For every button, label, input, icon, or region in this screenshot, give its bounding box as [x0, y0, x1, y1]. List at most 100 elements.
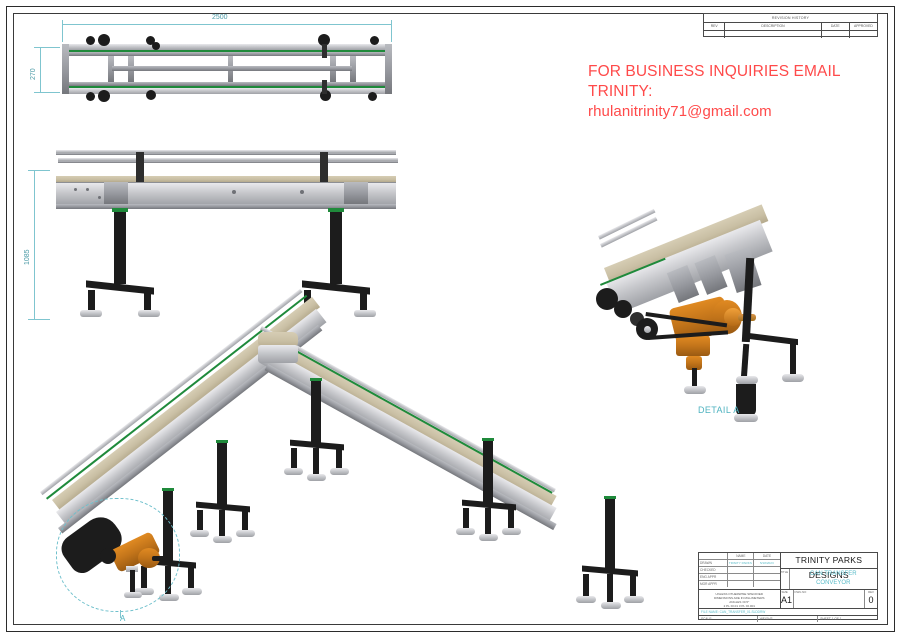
- revision-table: REVISION HISTORY REV DESCRIPTION DATE AP…: [703, 13, 878, 38]
- business-inquiry-email: rhulanitrinity71@gmail.com: [588, 103, 772, 120]
- front-leg-right-collar: [328, 208, 344, 212]
- signoff-name-checked: [728, 567, 755, 573]
- signoff-row-checked: CHECKED: [699, 567, 780, 574]
- rev-value: 0: [868, 595, 874, 605]
- top-roller-7: [86, 92, 95, 101]
- revision-col-desc: DESCRIPTION: [725, 23, 822, 30]
- signoff-date-mgr-appr: [754, 581, 779, 587]
- dim-270-line: [40, 47, 41, 93]
- front-leg-left-foot-post-a: [88, 290, 95, 310]
- detail-roller-1: [596, 288, 618, 310]
- company-name: TRINITY PARKS DESIGNS: [780, 553, 877, 580]
- signoff-header-name: NAME: [728, 553, 755, 559]
- front-bolt-4: [232, 190, 236, 194]
- front-leg-left-column: [114, 212, 126, 284]
- front-leg-right-foot-post-b: [360, 290, 367, 310]
- title-block-signoff-table: NAME DATE DRAWN TRINITY PARKS 5/18/2023 …: [699, 553, 781, 589]
- drawing-title-line1: CAN TRANSFER: [809, 571, 857, 577]
- sheet-size-label: SIZE: [781, 590, 788, 594]
- detail-leg-foot-post-right: [790, 344, 796, 378]
- front-main-beam: [56, 182, 396, 205]
- file-name-row: FILE NAME: CAN_TRANSFER_01.SLDDRW: [699, 609, 877, 616]
- revision-col-appr: APPROVED: [853, 24, 873, 28]
- top-endplate-right: [385, 44, 392, 94]
- detail-foot-pad-extra: [734, 414, 758, 422]
- front-belt-surface: [56, 176, 396, 182]
- dim-2500-text: 2500: [212, 14, 228, 21]
- front-guiderail-mid-shadow: [58, 161, 398, 163]
- sheet-size-value: A1: [781, 595, 793, 605]
- tolerance-note-4: 2 PL ±0.01 3 PL ±0.001: [723, 604, 755, 608]
- iso-apex-frame: [258, 345, 298, 363]
- tolerance-note-1: UNLESS OTHERWISE SPECIFIED: [715, 592, 764, 596]
- top-roller-8: [98, 90, 110, 102]
- signoff-label-eng-appr: ENG APPR: [699, 574, 728, 580]
- front-mount-plate-left: [104, 182, 128, 204]
- dim-2500-tick-left: [62, 20, 63, 42]
- top-roller-10: [320, 90, 331, 101]
- dim-1085-line: [34, 170, 35, 320]
- signoff-row-drawn: DRAWN TRINITY PARKS 5/18/2023: [699, 560, 780, 567]
- detail-foot-pad-left: [684, 386, 706, 394]
- top-bracket-a: [322, 44, 327, 58]
- dim-1085-text: 1085: [24, 249, 31, 265]
- detail-callout-letter: A: [120, 614, 126, 623]
- detail-pulley-hub: [644, 326, 651, 333]
- front-guiderail-mid: [58, 158, 398, 161]
- detail-motor-base: [676, 336, 710, 356]
- top-crossmember-5: [350, 56, 356, 82]
- dwg-number-label: DWG NO: [794, 590, 807, 594]
- front-guiderail-top-shadow: [56, 153, 396, 155]
- detail-motor-flange: [724, 308, 742, 326]
- signoff-date-checked: [754, 567, 779, 573]
- rev-cell: REV 0: [865, 590, 877, 608]
- detail-callout-outline: [56, 498, 180, 612]
- front-leg-left-collar: [112, 208, 128, 212]
- front-leg-left-pad-b: [138, 310, 160, 317]
- top-roller-6: [370, 36, 379, 45]
- signoff-name-mgr-appr: [728, 581, 755, 587]
- front-post-upper-right: [320, 152, 328, 182]
- top-crossmember-1: [108, 56, 114, 82]
- business-inquiry-note: FOR BUSINESS INQUIRIES EMAIL TRINITY: rh…: [588, 62, 888, 122]
- dim-2500-tick-right: [391, 20, 392, 42]
- signoff-label-checked: CHECKED: [699, 567, 728, 573]
- top-roller-9: [146, 90, 156, 100]
- signoff-date-eng-appr: [754, 574, 779, 580]
- revision-table-header: REV DESCRIPTION DATE APPROVED: [704, 23, 877, 31]
- title-block-top: NAME DATE DRAWN TRINITY PARKS 5/18/2023 …: [699, 553, 877, 590]
- top-center-spine: [112, 66, 352, 71]
- front-bolt-1: [74, 188, 77, 191]
- signoff-row-mgr-appr: MGR APPR: [699, 581, 780, 587]
- detail-leg-foot-post-left: [692, 368, 697, 390]
- top-rail-upper-stripe: [62, 50, 392, 52]
- top-roller-5: [318, 34, 330, 46]
- detail-leg-extension: [736, 384, 756, 416]
- title-block-bottom: SCALE: WEIGHT: SHEET 1 OF 1: [699, 616, 877, 622]
- front-post-upper-left: [136, 152, 144, 182]
- front-bolt-5: [300, 190, 304, 194]
- weight-label: WEIGHT:: [758, 616, 819, 622]
- sheet-label: SHEET 1 OF 1: [820, 617, 842, 621]
- signoff-name-drawn: TRINITY PARKS: [728, 560, 755, 566]
- revision-col-rev: REV: [704, 23, 726, 30]
- top-rail-lower: [62, 88, 392, 94]
- signoff-date-drawn: 5/18/2023: [759, 561, 774, 565]
- drawing-title-wrap: TITLE CAN TRANSFER CONVEYOR: [781, 569, 877, 589]
- front-leg-right-column: [330, 212, 342, 284]
- detail-motor-mount-bracket: [686, 356, 702, 370]
- signoff-header-row: NAME DATE: [699, 553, 780, 560]
- dwg-number-cell: DWG NO: [794, 590, 865, 608]
- front-bolt-2: [86, 188, 89, 191]
- signoff-row-eng-appr: ENG APPR: [699, 574, 780, 581]
- top-roller-1: [86, 36, 95, 45]
- front-bolt-3: [98, 196, 101, 199]
- sheet-border-inner: [13, 13, 888, 625]
- detail-roller-2: [614, 300, 632, 318]
- title-block: NAME DATE DRAWN TRINITY PARKS 5/18/2023 …: [698, 552, 878, 622]
- drawing-title: CAN TRANSFER CONVEYOR: [790, 569, 877, 589]
- title-block-middle: UNLESS OTHERWISE SPECIFIED DIMENSIONS AR…: [699, 590, 877, 609]
- iso-apex-belt: [258, 332, 298, 348]
- sheet-size-cell: SIZE A1: [781, 590, 794, 608]
